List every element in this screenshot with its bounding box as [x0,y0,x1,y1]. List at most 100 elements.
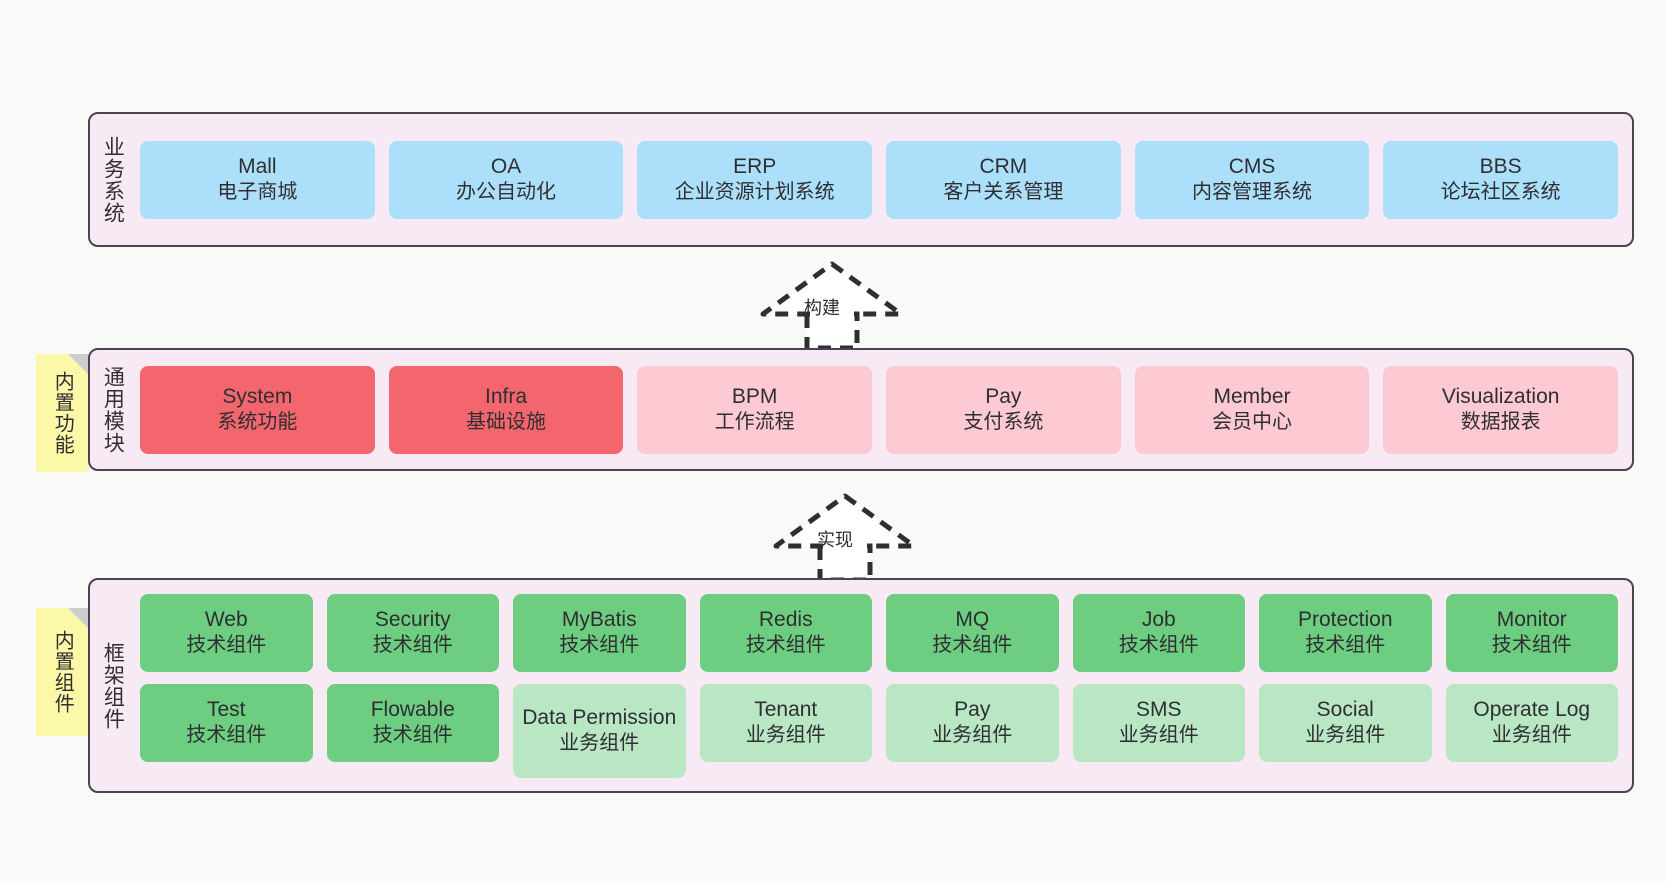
card-visualization[interactable]: Visualization 数据报表 [1383,365,1619,454]
card-web[interactable]: Web 技术组件 [140,593,313,672]
card-erp-name: ERP [733,155,777,179]
note-fold-icon [68,608,88,628]
card-redis-desc: 技术组件 [745,634,826,657]
card-job-name: Job [1141,608,1176,632]
card-protection[interactable]: Protection 技术组件 [1259,593,1432,672]
connector-implement-label: 实现 [817,530,853,550]
layer-common-modules: 通用模块 System 系统功能 Infra 基础设施 BPM 工作流程 Pay… [88,348,1634,471]
card-test-desc: 技术组件 [186,724,267,747]
card-sms-name: SMS [1135,698,1182,722]
card-monitor-desc: 技术组件 [1491,634,1572,657]
card-sms-desc: 业务组件 [1118,724,1199,747]
card-mybatis-name: MyBatis [561,608,637,632]
connector-implement: 实现 [770,490,920,583]
card-pay-module[interactable]: Pay 支付系统 [886,365,1121,454]
card-monitor[interactable]: Monitor 技术组件 [1445,593,1618,672]
card-redis-name: Redis [758,608,813,632]
card-web-desc: 技术组件 [186,634,267,657]
card-security-name: Security [374,608,451,632]
card-monitor-name: Monitor [1496,608,1567,632]
card-bbs-desc: 论坛社区系统 [1440,181,1561,204]
card-crm-name: CRM [979,155,1028,179]
layer-framework-title: 框架组件 [101,641,125,730]
card-pay-component-name: Pay [954,698,991,722]
card-flowable-name: Flowable [370,698,455,722]
connector-build: 构建 [757,258,907,351]
generalization-arrow-icon [773,493,917,583]
card-bpm[interactable]: BPM 工作流程 [637,365,873,454]
card-web-name: Web [204,608,248,632]
card-cms-desc: 内容管理系统 [1192,181,1313,204]
card-job[interactable]: Job 技术组件 [1072,593,1245,672]
card-security[interactable]: Security 技术组件 [326,593,499,672]
card-flowable[interactable]: Flowable 技术组件 [326,683,499,762]
framework-row-technical: Web 技术组件 Security 技术组件 MyBatis 技术组件 Redi… [140,593,1618,672]
card-sms[interactable]: SMS 业务组件 [1072,683,1245,762]
card-bbs[interactable]: BBS 论坛社区系统 [1383,140,1619,219]
card-pay-module-desc: 支付系统 [963,411,1044,434]
note-builtin-features-label: 内置功能 [51,371,74,455]
layer-modules-title: 通用模块 [101,365,125,454]
card-mybatis[interactable]: MyBatis 技术组件 [513,593,686,672]
card-tenant-name: Tenant [754,698,818,722]
card-infra-desc: 基础设施 [466,411,546,434]
card-infra[interactable]: Infra 基础设施 [388,365,624,454]
layer-framework-components: 框架组件 Web 技术组件 Security 技术组件 MyBatis 技术组件… [88,578,1634,793]
card-system-name: System [222,385,293,409]
card-infra-name: Infra [484,385,528,409]
card-redis[interactable]: Redis 技术组件 [699,593,872,672]
card-mall-name: Mall [238,155,277,179]
card-member-desc: 会员中心 [1212,411,1293,434]
card-system-desc: 系统功能 [217,411,298,434]
card-protection-name: Protection [1297,608,1393,632]
card-tenant[interactable]: Tenant 业务组件 [699,683,872,762]
card-data-permission-name: Data Permission [522,706,677,730]
card-operate-log[interactable]: Operate Log 业务组件 [1445,683,1618,762]
card-oa[interactable]: OA 办公自动化 [388,140,624,219]
card-flowable-desc: 技术组件 [372,724,453,747]
note-builtin-features: 内置功能 [36,354,88,472]
card-crm[interactable]: CRM 客户关系管理 [886,140,1121,219]
card-pay-component-desc: 业务组件 [932,724,1013,747]
card-mq-name: MQ [955,608,990,632]
card-mall[interactable]: Mall 电子商城 [140,140,375,219]
card-bpm-desc: 工作流程 [714,411,795,434]
card-data-permission[interactable]: Data Permission 业务组件 [513,683,686,778]
card-test[interactable]: Test 技术组件 [140,683,313,762]
card-visualization-name: Visualization [1441,385,1560,409]
card-social[interactable]: Social 业务组件 [1259,683,1432,762]
card-test-name: Test [206,698,246,722]
card-mall-desc: 电子商城 [217,181,298,204]
generalization-arrow-icon [760,261,904,351]
card-erp[interactable]: ERP 企业资源计划系统 [637,140,873,219]
layer-business-cards: Mall 电子商城 OA 办公自动化 ERP 企业资源计划系统 CRM 客户关系… [134,114,1632,245]
card-cms-name: CMS [1228,155,1276,179]
note-fold-icon [68,354,88,374]
card-visualization-desc: 数据报表 [1460,411,1541,434]
card-mybatis-desc: 技术组件 [559,634,640,657]
card-pay-component[interactable]: Pay 业务组件 [886,683,1059,762]
card-protection-desc: 技术组件 [1305,634,1386,657]
layer-framework-cards: Web 技术组件 Security 技术组件 MyBatis 技术组件 Redi… [134,580,1632,791]
card-erp-desc: 企业资源计划系统 [674,181,835,204]
card-operate-log-desc: 业务组件 [1491,724,1572,747]
card-oa-name: OA [490,155,522,179]
note-builtin-components-label: 内置组件 [51,630,74,714]
card-mq[interactable]: MQ 技术组件 [886,593,1059,672]
card-mq-desc: 技术组件 [932,634,1013,657]
card-cms[interactable]: CMS 内容管理系统 [1134,140,1370,219]
card-bbs-name: BBS [1479,155,1522,179]
card-member-name: Member [1213,385,1291,409]
card-pay-module-name: Pay [985,385,1022,409]
layer-business-title: 业务系统 [101,135,125,224]
connector-build-label: 构建 [804,298,840,318]
card-social-desc: 业务组件 [1305,724,1386,747]
card-bpm-name: BPM [731,385,778,409]
note-builtin-components: 内置组件 [36,608,88,736]
card-member[interactable]: Member 会员中心 [1134,365,1370,454]
card-oa-desc: 办公自动化 [456,181,556,204]
card-system[interactable]: System 系统功能 [140,365,375,454]
card-job-desc: 技术组件 [1118,634,1199,657]
layer-modules-cards: System 系统功能 Infra 基础设施 BPM 工作流程 Pay 支付系统… [134,350,1632,469]
